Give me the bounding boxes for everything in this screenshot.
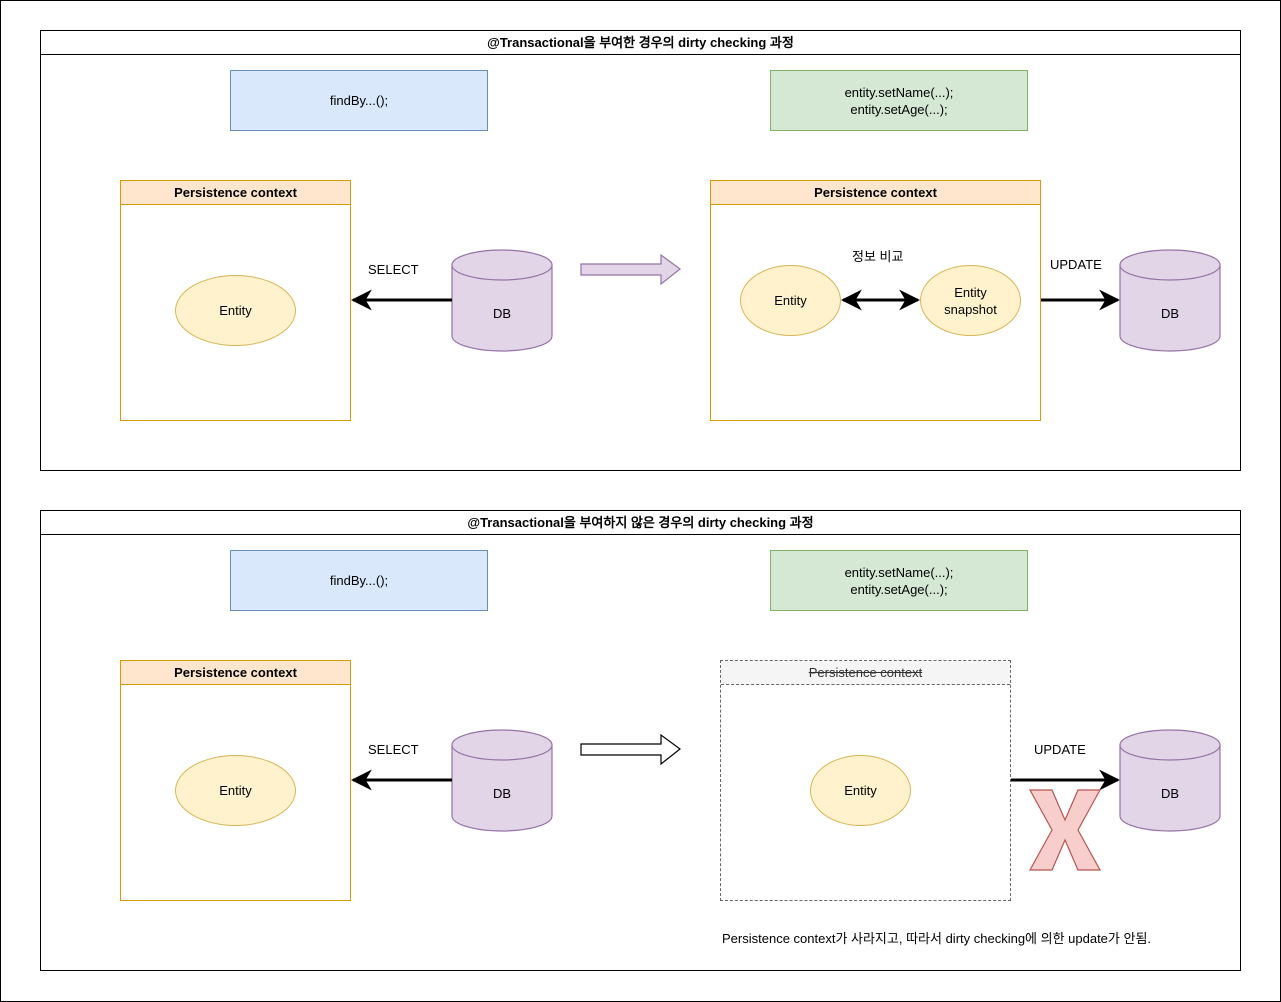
persistence-context-title: Persistence context <box>711 181 1040 205</box>
update-label: UPDATE <box>1034 742 1086 757</box>
persistence-context-title-strikethrough: Persistence context <box>721 661 1010 685</box>
db-label: DB <box>1161 786 1179 801</box>
entity-node: Entity <box>810 755 911 826</box>
db-cylinder-right: DB <box>1119 249 1221 352</box>
db-label: DB <box>493 306 511 321</box>
setter-code-box: entity.setName(...); entity.setAge(...); <box>770 550 1028 611</box>
failure-cross-icon <box>1028 789 1102 871</box>
db-cylinder-left: DB <box>451 729 553 832</box>
find-by-code-box: findBy...(); <box>230 70 488 131</box>
entity-node: Entity <box>175 275 296 346</box>
update-label: UPDATE <box>1050 257 1102 272</box>
setter-code-box: entity.setName(...); entity.setAge(...); <box>770 70 1028 131</box>
compare-label: 정보 비교 <box>852 249 904 264</box>
entity-node: Entity <box>175 755 296 826</box>
failure-note: Persistence context가 사라지고, 따라서 dirty che… <box>722 931 1152 946</box>
entity-node: Entity <box>740 265 841 336</box>
db-cylinder-right: DB <box>1119 729 1221 832</box>
persistence-context-left: Persistence context <box>120 180 351 421</box>
db-cylinder-left: DB <box>451 249 553 352</box>
transition-arrow <box>580 253 681 286</box>
persistence-context-title: Persistence context <box>121 181 350 205</box>
entity-snapshot-node: Entity snapshot <box>920 265 1021 336</box>
find-by-code-box: findBy...(); <box>230 550 488 611</box>
persistence-context-title: Persistence context <box>121 661 350 685</box>
panel-title: @Transactional을 부여하지 않은 경우의 dirty checki… <box>41 511 1240 535</box>
select-label: SELECT <box>368 742 419 757</box>
panel-title: @Transactional을 부여한 경우의 dirty checking 과… <box>41 31 1240 55</box>
transition-arrow <box>580 733 681 766</box>
select-label: SELECT <box>368 262 419 277</box>
db-label: DB <box>493 786 511 801</box>
db-label: DB <box>1161 306 1179 321</box>
